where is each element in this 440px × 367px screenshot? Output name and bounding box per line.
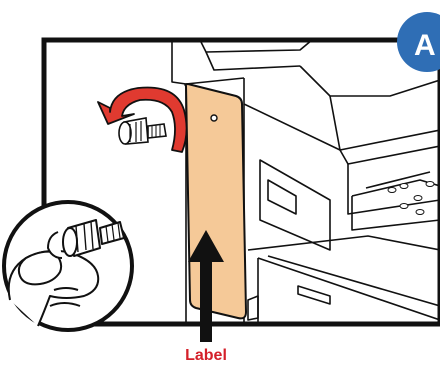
detail-inset [4, 202, 132, 330]
callout-label: Label [185, 347, 227, 364]
label-plate [185, 84, 246, 318]
screw-hole [211, 115, 217, 121]
step-marker-letter: A [414, 29, 436, 62]
